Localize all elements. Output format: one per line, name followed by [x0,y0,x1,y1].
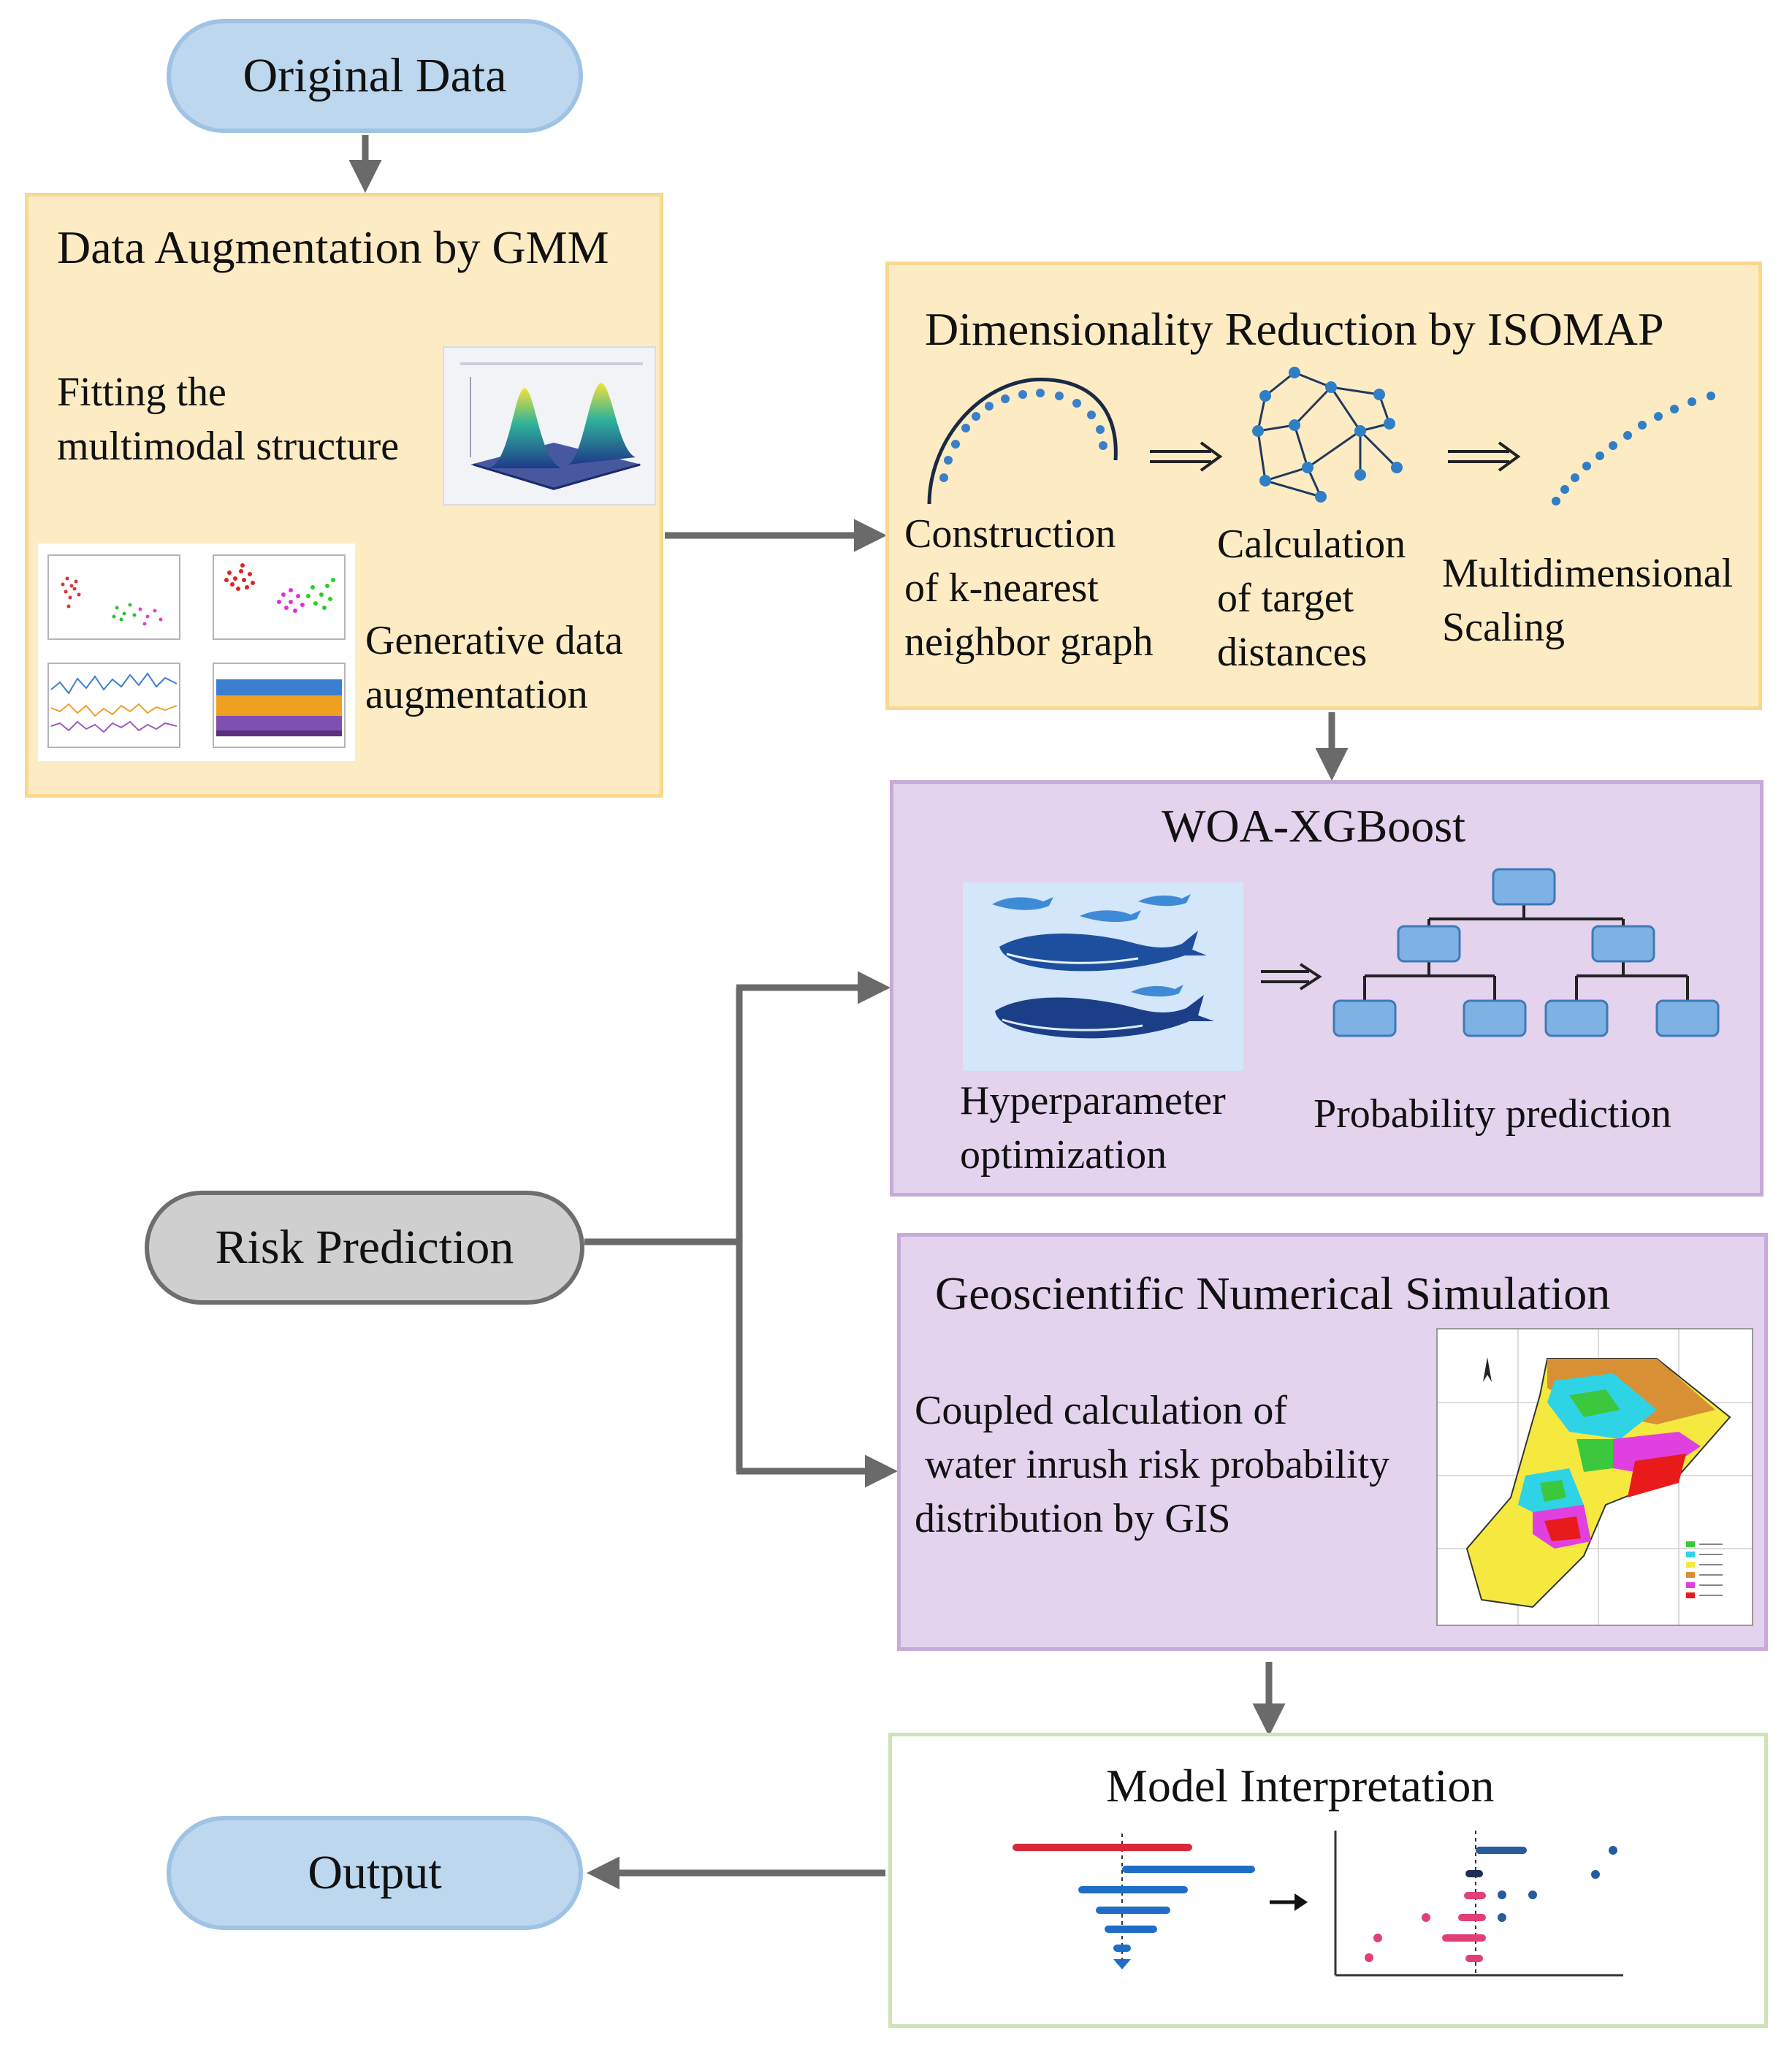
shap-plots [991,1816,1648,1988]
woa-prob-label: Probability prediction [1314,1091,1671,1137]
isomap-illustrations [927,367,1715,505]
network-graph-icon [1257,371,1398,498]
gmm-gen-label-line2: augmentation [365,672,588,717]
shap-plots-icon [1013,1831,1623,1977]
woa-arrow-icon [1261,963,1322,991]
north-arrow-icon [1483,1357,1492,1382]
isomap-step1-label: Construction of k-nearest neighbor graph [904,507,1154,669]
gmm-gen-label: Generative data augmentation [365,614,623,722]
double-arrow-icon [1150,441,1223,472]
isomap-box [885,262,1762,710]
isomap-step1-line2: of k-nearest [904,565,1099,611]
knn-graph-icon [927,378,1118,505]
output-node: Output [167,1816,583,1930]
isomap-step3-label: Multidimensional Scaling [1442,546,1733,655]
woa-hyper-line2: optimization [960,1132,1167,1178]
geo-title: Geoscientific Numerical Simulation [935,1267,1611,1319]
isomap-step3-line2: Scaling [1442,605,1565,650]
original-data-node: Original Data [167,19,583,133]
isomap-step2-line3: distances [1217,630,1368,675]
mds-points-icon [1552,392,1715,505]
woa-hyper-label: Hyperparameter optimization [960,1074,1226,1182]
geo-desc: Coupled calculation of water inrush risk… [915,1384,1389,1546]
gmm-fit-label: Fitting the multimodal structure [57,365,399,473]
interp-title: Model Interpretation [1106,1760,1495,1812]
isomap-title: Dimensionality Reduction by ISOMAP [925,303,1664,355]
geo-desc-line1: Coupled calculation of [915,1388,1288,1433]
gmm-fit-label-line2: multimodal structure [57,424,400,469]
isomap-step2-line2: of target [1217,576,1354,621]
gmm-title: Data Augmentation by GMM [57,221,609,273]
isomap-step1-line3: neighbor graph [904,619,1154,665]
gmm-augmentation-figure [38,543,355,761]
gmm-fit-label-line1: Fitting the [57,370,226,415]
gmm-gen-label-line1: Generative data [365,618,623,663]
geo-desc-line3: distribution by GIS [915,1496,1231,1541]
geo-desc-line2: water inrush risk probability [915,1442,1390,1487]
woa-hyper-line1: Hyperparameter [960,1078,1226,1123]
whale-icon [992,894,1214,1039]
whale-image [963,882,1243,1071]
gis-risk-map [1436,1328,1753,1626]
map-legend [1686,1541,1723,1598]
surface-plot-icon [460,362,643,490]
augmentation-plots-icon [47,554,346,748]
gmm-3d-surface-figure [443,346,656,505]
original-data-label: Original Data [243,49,507,102]
isomap-step1-line1: Construction [904,511,1116,557]
gis-map-icon [1438,1329,1752,1625]
isomap-step2-label: Calculation of target distances [1217,517,1406,679]
isomap-step2-line1: Calculation [1217,522,1406,567]
risk-prediction-node: Risk Prediction [145,1191,584,1305]
xgboost-tree-icon [1332,868,1720,1037]
isomap-step3-line1: Multidimensional [1442,551,1734,596]
risk-prediction-label: Risk Prediction [215,1221,514,1274]
woa-title: WOA-XGBoost [1162,800,1465,852]
double-arrow-icon-2 [1448,441,1521,472]
output-label: Output [308,1846,442,1899]
